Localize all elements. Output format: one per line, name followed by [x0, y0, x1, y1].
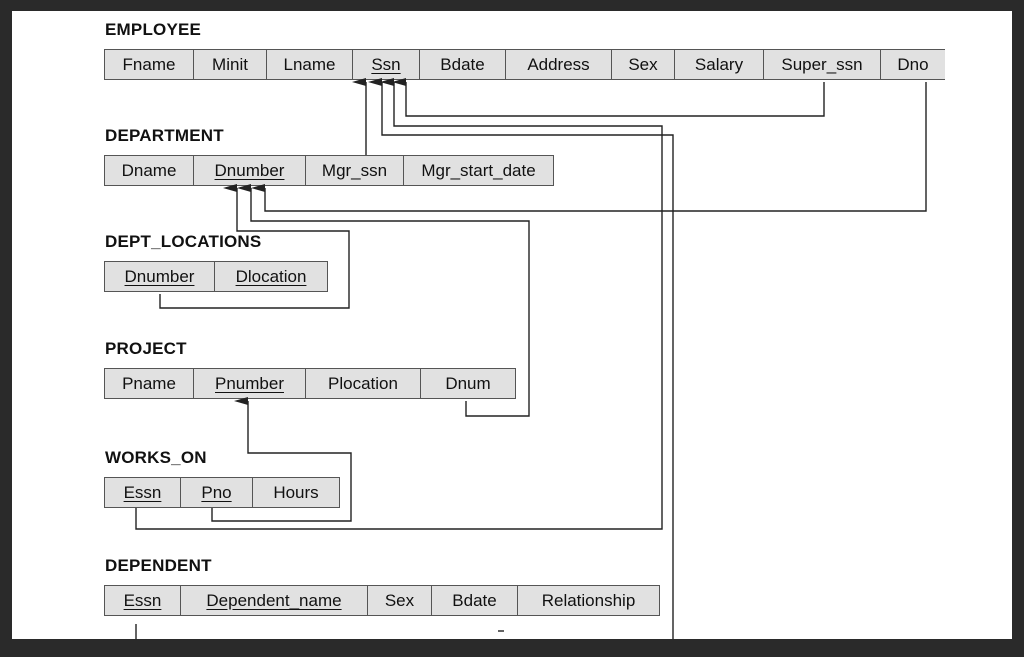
attr-dept-locations-dlocation: Dlocation [235, 266, 307, 286]
attr-employee-minit: Minit [194, 50, 267, 79]
dependent-title: DEPENDENT [105, 556, 212, 575]
works-on-title: WORKS_ON [105, 448, 207, 467]
dept-locations-table: Dnumber Dlocation [104, 261, 328, 292]
project-title: PROJECT [105, 339, 187, 358]
attr-employee-sex: Sex [612, 50, 675, 79]
attr-dependent-essn: Essn [105, 586, 181, 615]
attr-project-pname: Pname [105, 369, 194, 398]
fk-dno-to-dnumber [251, 82, 927, 212]
attr-dependent-bdate: Bdate [432, 586, 518, 615]
fk-works-on-essn-to-ssn [135, 78, 663, 530]
attr-works-on-pno: Pno [181, 478, 253, 507]
attr-project-pnumber: Pnumber [194, 369, 306, 398]
attr-works-on-hours: Hours [273, 482, 319, 502]
attr-employee-dno: Dno [897, 54, 929, 74]
attr-employee-fname: Fname [105, 50, 194, 79]
fk-super-ssn-to-ssn [392, 78, 825, 117]
fk-dept-locations-to-dnumber [159, 184, 350, 309]
attr-works-on-essn: Essn [105, 478, 181, 507]
attr-employee-super-ssn: Super_ssn [764, 50, 881, 79]
attr-employee-bdate: Bdate [420, 50, 506, 79]
fk-dnum-to-dnumber [237, 184, 530, 417]
employee-title: EMPLOYEE [105, 20, 202, 39]
fk-pno-to-pnumber [211, 397, 352, 522]
foreign-key-lines [135, 11, 927, 639]
department-title: DEPARTMENT [105, 126, 224, 145]
attr-department-dnumber: Dnumber [194, 156, 306, 185]
attr-dependent-relationship: Relationship [541, 590, 636, 610]
attr-dependent-dependent-name: Dependent_name [181, 586, 368, 615]
attr-employee-lname: Lname [267, 50, 353, 79]
attr-employee-salary: Salary [675, 50, 764, 79]
attr-dept-locations-dnumber: Dnumber [105, 262, 215, 291]
attr-department-mgr-start-date: Mgr_start_date [421, 160, 536, 180]
attr-employee-address: Address [506, 50, 612, 79]
fk-dependent-essn-to-ssn [135, 82, 674, 639]
dept-locations-title: DEPT_LOCATIONS [105, 232, 262, 251]
attr-department-dname: Dname [105, 156, 194, 185]
attr-project-plocation: Plocation [306, 369, 421, 398]
attr-department-mgr-ssn: Mgr_ssn [306, 156, 404, 185]
attr-project-dnum: Dnum [445, 373, 491, 393]
attr-dependent-sex: Sex [368, 586, 432, 615]
